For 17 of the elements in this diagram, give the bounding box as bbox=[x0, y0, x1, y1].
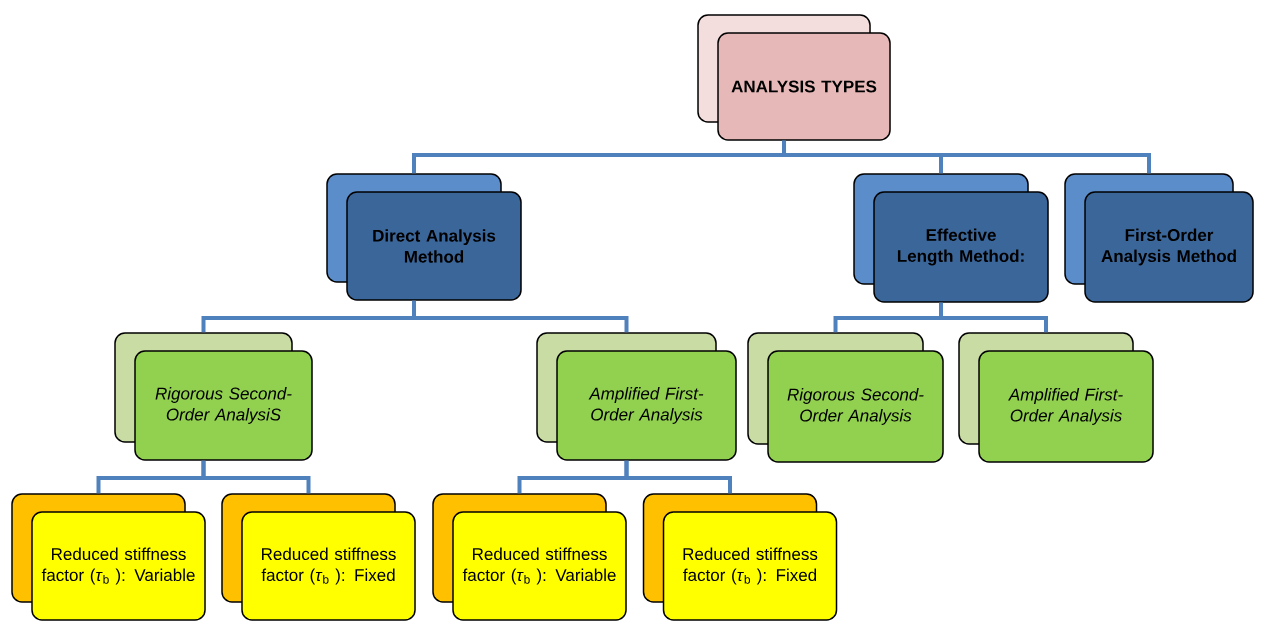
connector-line bbox=[782, 140, 1151, 174]
analysis-box: Rigorous Second-Order AnalysiS bbox=[114, 332, 313, 461]
connector-line bbox=[201, 460, 311, 494]
factor-box: Reduced stiffness factor (τ$_{b}$ ): Fixed bbox=[221, 493, 416, 621]
method-box: First-Order Analysis Method bbox=[1064, 173, 1254, 303]
analysis-box: Amplified First-Order Analysis bbox=[536, 332, 737, 461]
title-box: ANALYSIS TYPES bbox=[697, 14, 891, 141]
factor-box: Reduced stiffness factor (τ$_{b}$ ): Variable bbox=[11, 493, 206, 621]
connector-line bbox=[624, 460, 732, 494]
analysis-box: Amplified First-Order Analysis bbox=[958, 332, 1154, 463]
factor-box: Reduced stiffness factor (τ$_{b}$ ): Variable bbox=[432, 493, 627, 621]
connector-line bbox=[939, 302, 1048, 333]
analysis-box: Rigorous Second-Order Analysis bbox=[747, 332, 944, 463]
connector-line bbox=[412, 300, 629, 333]
method-box: Effective Length Method: bbox=[853, 173, 1049, 303]
factor-box: Reduced stiffness factor (τ$_{b}$ ): Fixed bbox=[642, 493, 838, 621]
method-box: Direct Analysis Method bbox=[326, 173, 522, 301]
